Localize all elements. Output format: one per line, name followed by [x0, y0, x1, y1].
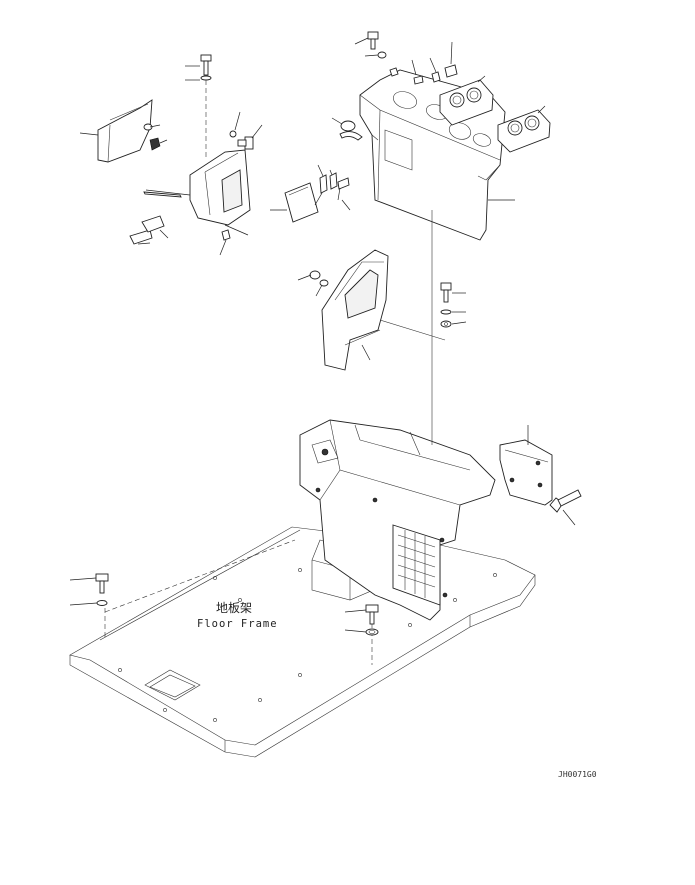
speaker-unit-1 [439, 75, 494, 126]
fasteners-top-right [331, 31, 458, 141]
rear-frame-assembly [299, 419, 496, 621]
right-side-plate [499, 425, 582, 526]
bolt-middle-right [440, 282, 467, 328]
floor-bolt-right [344, 604, 379, 636]
left-cover-panel [79, 99, 153, 163]
floor-bolt-left [69, 573, 109, 606]
floor-frame [69, 526, 536, 758]
floor-frame-label-cn: 地板架 [216, 601, 252, 615]
floor-frame-label-en: Floor Frame [197, 618, 278, 630]
drawing-code: JH0071G0 [558, 770, 597, 779]
fasteners-left [129, 111, 263, 256]
vent-grille [392, 524, 441, 606]
cover-plate-center [270, 164, 351, 223]
bolt-top-left [185, 54, 212, 158]
left-bracket [189, 149, 251, 236]
middle-bracket [297, 249, 446, 371]
speaker-unit-2 [497, 105, 551, 153]
